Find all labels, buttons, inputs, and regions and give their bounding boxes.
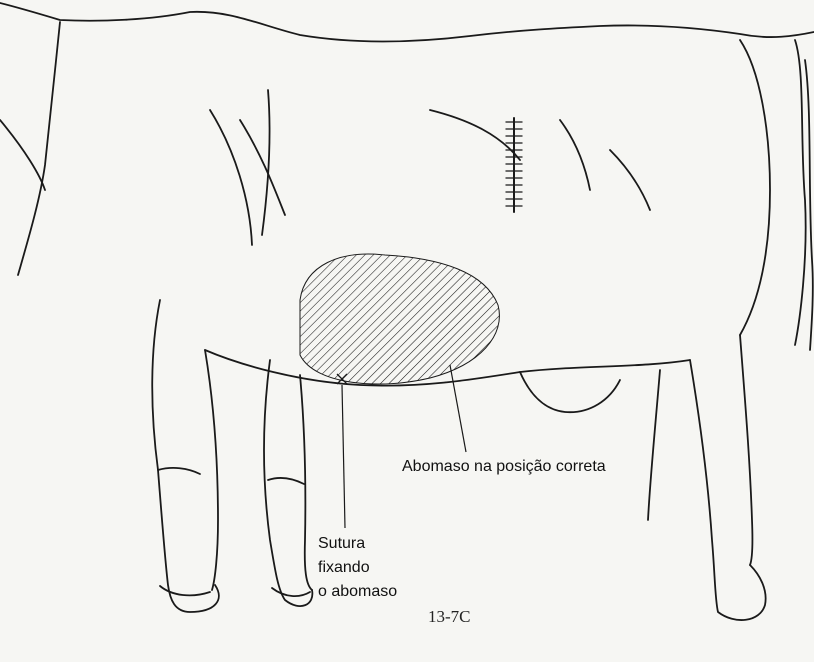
sutura-label-line2: fixando bbox=[318, 556, 428, 580]
cow-back-line bbox=[0, 3, 814, 42]
cow-rump bbox=[740, 40, 770, 335]
sutura-label-line1: Sutura bbox=[318, 532, 428, 556]
sutura-label: Sutura fixando o abomaso bbox=[318, 532, 428, 604]
figure-number: 13-7C bbox=[428, 607, 471, 627]
cow-tail bbox=[795, 40, 806, 345]
leader-abomaso bbox=[450, 365, 466, 452]
cow-neck bbox=[18, 22, 60, 275]
cow-front-leg-left bbox=[152, 300, 219, 612]
abomaso-label: Abomaso na posição correta bbox=[402, 457, 606, 477]
abomaso-region bbox=[290, 245, 510, 395]
cow-hind-leg bbox=[690, 360, 766, 620]
cow-udder bbox=[520, 372, 620, 412]
leader-sutura bbox=[342, 385, 345, 528]
sutura-label-line3: o abomaso bbox=[318, 580, 428, 604]
suture-incision bbox=[506, 118, 522, 212]
